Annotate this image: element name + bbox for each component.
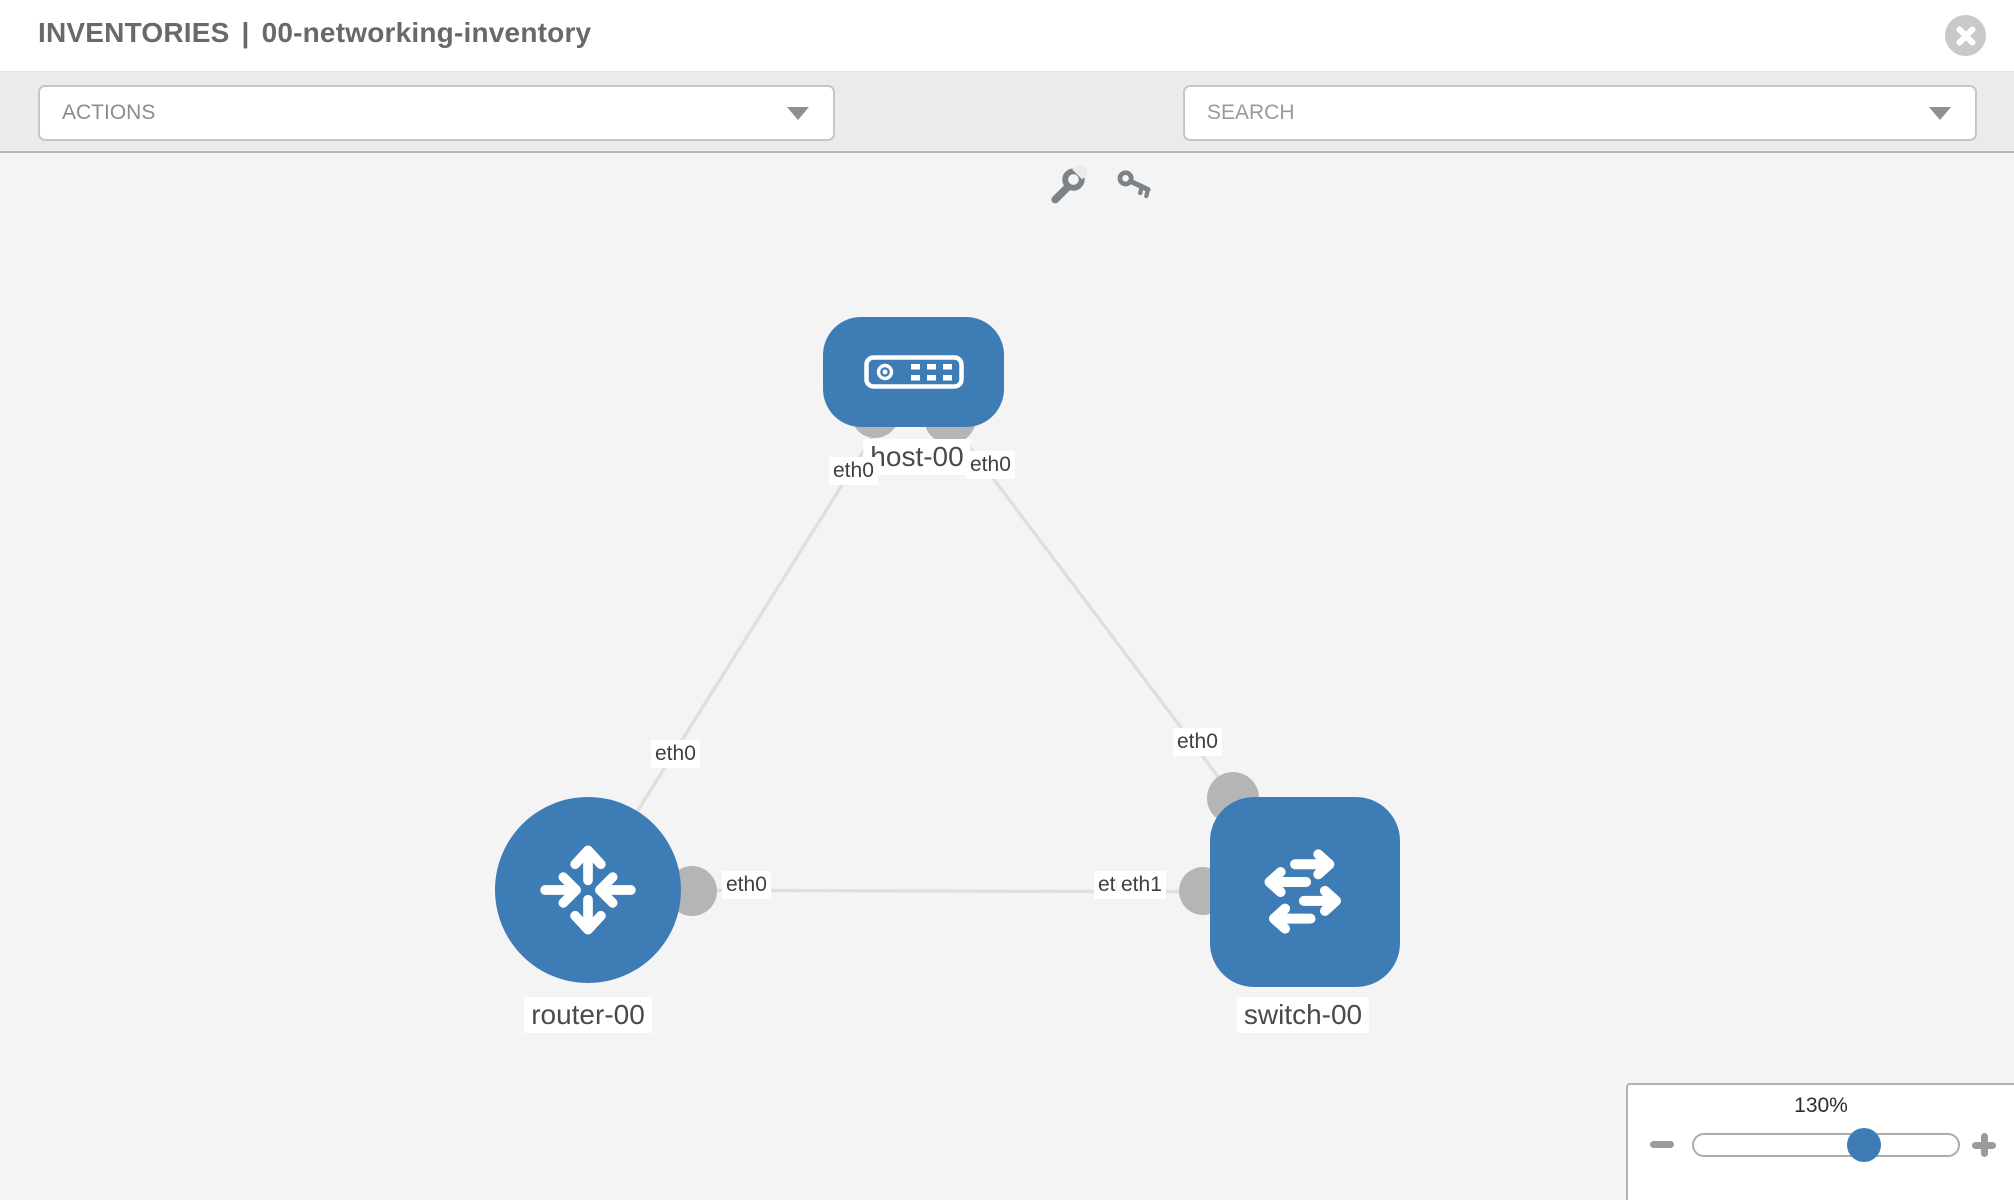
actions-dropdown[interactable]: ACTIONS [38,85,835,141]
port-label-host-eth0-right: eth0 [966,451,1015,479]
router-icon [540,845,636,935]
node-label-router: router-00 [524,997,652,1033]
port-label-host-eth0-left: eth0 [829,457,878,485]
breadcrumb-section: INVENTORIES [38,17,230,48]
key-icon [1117,170,1151,199]
host-icon [863,355,964,389]
port-label-router-eth0-up: eth0 [651,740,700,768]
header: INVENTORIES | 00-networking-inventory [0,0,2014,71]
node-host-00[interactable] [823,317,1004,427]
configure-button[interactable] [1047,161,1091,206]
page-title: INVENTORIES | 00-networking-inventory [38,17,591,49]
credentials-button[interactable] [1115,166,1155,206]
switch-icon [1264,849,1342,934]
breadcrumb-separator: | [241,17,250,48]
zoom-slider-knob[interactable] [1847,1128,1881,1162]
toolbar: ACTIONS SEARCH [0,71,2014,204]
caret-down-icon [1929,107,1951,120]
plus-icon[interactable] [1972,1133,1996,1157]
zoom-level: 130% [1794,1094,1848,1117]
zoom-slider-track[interactable] [1692,1133,1960,1157]
wrench-icon [1051,161,1091,204]
actions-dropdown-label: ACTIONS [62,101,156,124]
zoom-panel: 130% [1626,1083,2014,1200]
minus-icon[interactable] [1650,1141,1674,1148]
search-placeholder: SEARCH [1207,101,1295,124]
node-label-host: host-00 [863,439,971,475]
close-button[interactable] [1945,15,1986,56]
search-dropdown[interactable]: SEARCH [1183,85,1977,141]
port-label-router-eth0: eth0 [722,871,771,899]
topology-canvas [0,153,2014,1200]
port-label-switch-eth0-up: eth0 [1173,728,1222,756]
caret-down-icon [787,107,809,120]
inventory-name: 00-networking-inventory [261,17,592,48]
node-router-00[interactable] [495,797,681,983]
node-switch-00[interactable] [1210,797,1400,987]
close-icon [1956,26,1975,45]
node-label-switch: switch-00 [1236,997,1370,1033]
port-label-switch-eth1: eth1 [1117,871,1166,899]
